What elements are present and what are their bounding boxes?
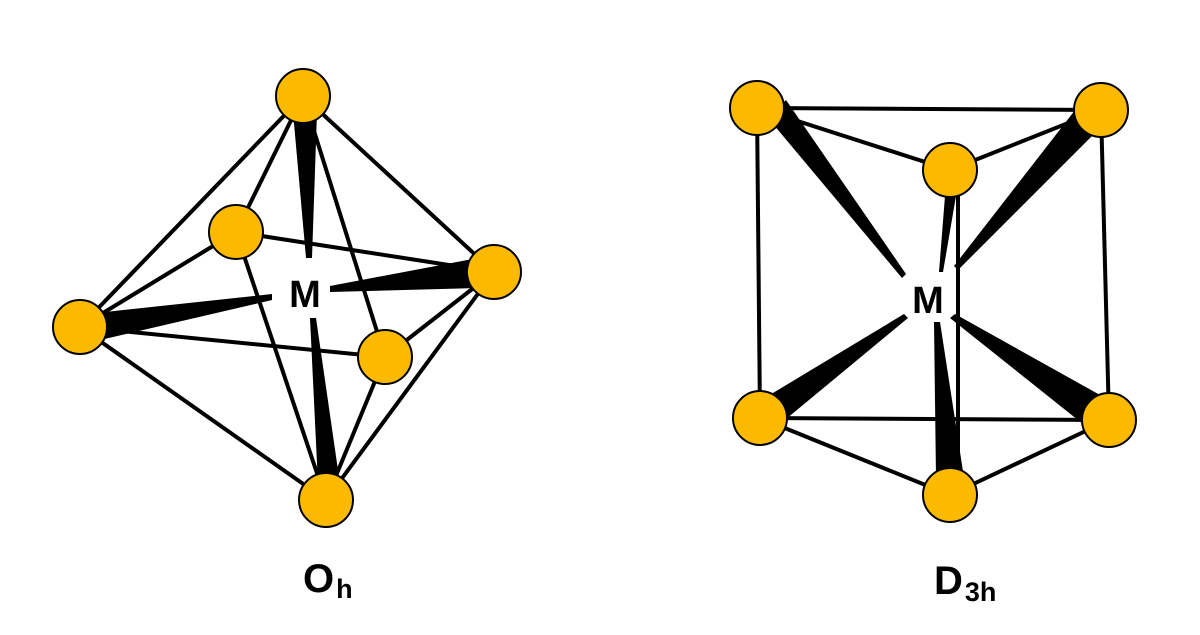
edge bbox=[755, 106, 762, 420]
wedge-bond-bottom-left bbox=[768, 314, 908, 424]
prism-bonds bbox=[768, 96, 1106, 478]
edge bbox=[948, 418, 1111, 497]
symmetry-label-d3h: D3h bbox=[934, 559, 996, 607]
ligand-atom bbox=[466, 244, 522, 300]
ligand-atom bbox=[732, 390, 788, 446]
edge bbox=[78, 325, 328, 502]
edge bbox=[755, 106, 1103, 112]
metal-center-label: M bbox=[289, 274, 321, 316]
edge bbox=[78, 230, 238, 329]
wedge-bond-top bbox=[293, 112, 317, 258]
octahedron-bonds bbox=[96, 112, 478, 484]
edge bbox=[234, 230, 328, 502]
wedge-bond-right bbox=[330, 258, 478, 292]
edge bbox=[758, 416, 1111, 422]
ligand-atom bbox=[1073, 82, 1129, 138]
wedge-bond-top-left bbox=[768, 100, 906, 278]
ligand-atom bbox=[357, 329, 413, 385]
wedge-bond-top-right bbox=[954, 96, 1106, 270]
symmetry-main: D bbox=[934, 559, 963, 603]
wedge-bond-bottom bbox=[310, 318, 340, 484]
ligand-atom bbox=[729, 80, 785, 136]
trigonal-prismatic-structure: M D3h bbox=[729, 80, 1137, 607]
ligand-atom bbox=[208, 204, 264, 260]
ligand-atom bbox=[922, 467, 978, 523]
prism-atoms bbox=[729, 80, 1137, 523]
ligand-atom bbox=[275, 68, 331, 124]
symmetry-main: O bbox=[303, 557, 334, 601]
ligand-atom bbox=[1081, 392, 1137, 448]
metal-center-label: M bbox=[912, 280, 944, 322]
edge bbox=[1099, 108, 1111, 422]
ligand-atom bbox=[298, 472, 354, 528]
symmetry-label-oh: Oh bbox=[303, 557, 353, 604]
ligand-atom bbox=[922, 142, 978, 198]
edge bbox=[301, 94, 387, 359]
symmetry-subscript: 3h bbox=[965, 577, 997, 607]
edge bbox=[324, 270, 496, 502]
edge bbox=[78, 94, 305, 329]
symmetry-subscript: h bbox=[336, 574, 353, 604]
octahedron-edges bbox=[78, 94, 496, 502]
wedge-bond-bottom-right bbox=[950, 314, 1100, 428]
edge bbox=[301, 94, 496, 274]
octahedron-atoms bbox=[52, 68, 522, 528]
wedge-bond-left bbox=[96, 294, 272, 341]
edge bbox=[758, 416, 952, 497]
octahedral-structure: M Oh bbox=[52, 68, 522, 604]
wedge-bond-top-back bbox=[939, 196, 956, 272]
wedge-bond-bottom-front bbox=[934, 322, 964, 478]
ligand-atom bbox=[52, 299, 108, 355]
